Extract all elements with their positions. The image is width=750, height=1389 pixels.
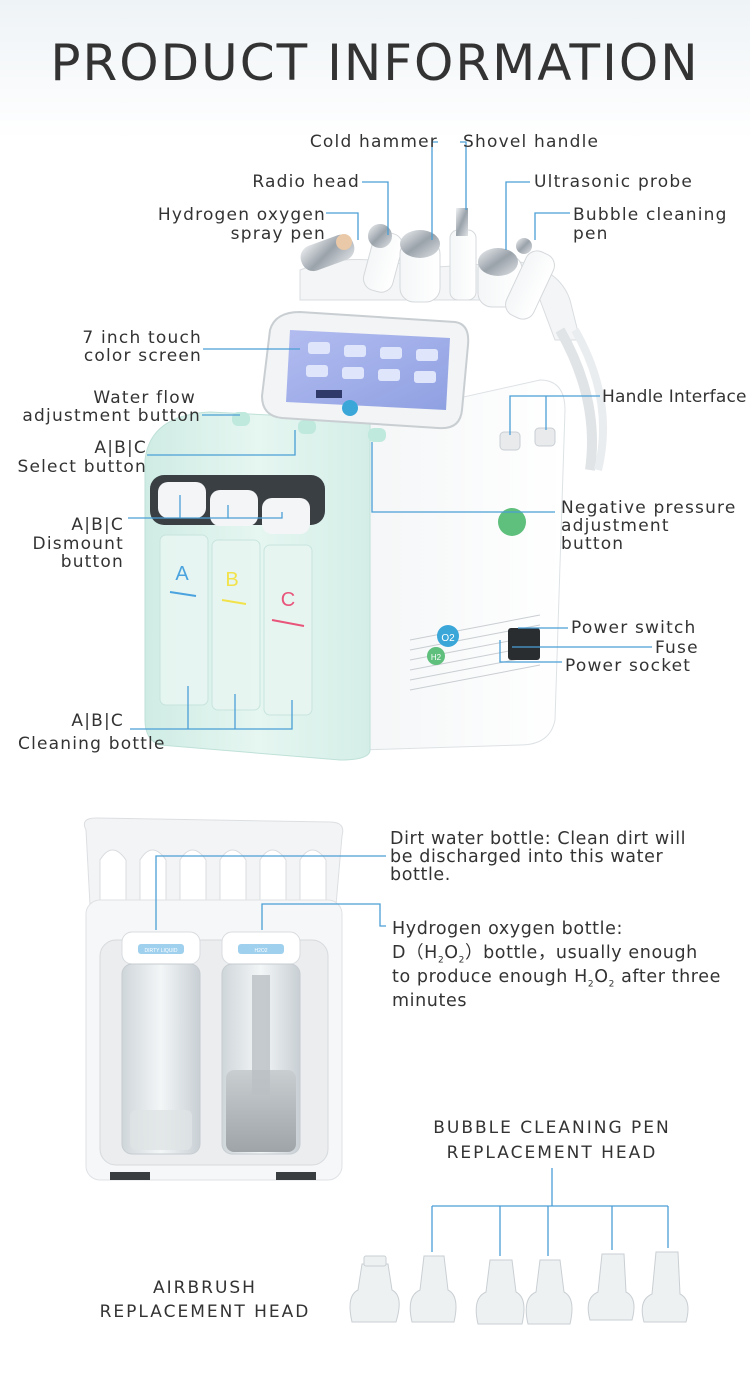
label-negative-pressure-line3: button [561,534,625,554]
bubble-head-5-icon [641,1251,689,1323]
bubble-head-2-icon [475,1259,525,1325]
bubble-cleaning-pen-icon [505,238,555,320]
label-water-flow-line1: Water flow [93,388,196,408]
hydrogen-bottle-line2: D（H2O2）bottle，usually enough [392,943,698,966]
label-screen-line1: 7 inch touch [82,328,202,348]
leader-lines [128,141,652,730]
bottle-unit-illustration: DIRTY LIQUID H2O2 [83,817,344,1181]
bubble-head-4-icon [587,1253,635,1321]
hydrogen-bottle-cap-text: H2O2 [254,948,267,954]
label-shovel-handle: Shovel handle [463,132,600,152]
dirt-bottle-line3: bottle. [390,865,451,885]
airbrush-caption-line1: AIRBRUSH [153,1278,257,1298]
label-water-flow-line2: adjustment button [22,406,201,426]
label-fuse: Fuse [655,638,699,658]
label-bubble-pen-line2: pen [573,224,609,244]
touch-screen [260,310,470,430]
label-hydrogen-spray-pen-line1: Hydrogen oxygen [157,205,326,225]
bubble-head-3-icon [525,1259,573,1325]
label-ultrasonic-probe: Ultrasonic probe [534,172,694,192]
hydrogen-spray-pen-icon [300,234,355,272]
label-select-line1: A|B|C [94,438,147,458]
label-screen-line2: color screen [83,346,202,366]
label-cleaning-line1: A|B|C [71,711,124,731]
bubble-heads-caption-line2: REPLACEMENT HEAD [446,1143,658,1163]
bubble-heads-caption-line1: BUBBLE CLEANING PEN [433,1118,671,1138]
shovel-handle-icon [449,208,477,301]
label-negative-pressure-line1: Negative pressure [561,498,737,518]
label-power-switch: Power switch [571,618,697,638]
radio-head-icon [362,224,404,293]
hydrogen-bottle-line4: minutes [392,991,468,1011]
label-dismount-line3: button [60,552,124,572]
label-bubble-pen-line1: Bubble cleaning [573,205,728,225]
dirt-bottle-line2: be discharged into this water [390,847,664,867]
label-radio-head: Radio head [252,172,360,192]
label-dismount-line2: Dismount [32,534,124,554]
page-title: PRODUCT INFORMATION [50,34,700,92]
tank-c-mark: C [281,589,295,611]
label-hydrogen-spray-pen-line2: spray pen [230,224,326,244]
replacement-heads [349,1251,689,1325]
label-cold-hammer: Cold hammer [309,132,438,152]
airbrush-caption-line2: REPLACEMENT HEAD [99,1302,311,1322]
label-dismount-line1: A|B|C [71,515,124,535]
label-cleaning-line2: Cleaning bottle [18,734,166,754]
airbrush-head-icon [349,1255,400,1323]
cold-hammer-icon [399,230,441,303]
hydrogen-bottle-line1: Hydrogen oxygen bottle: [392,919,623,939]
hydrogen-bottle-line3: to produce enough H2O2 after three [392,967,721,990]
heads-leader-lines [431,1168,669,1256]
label-select-line2: Select button [17,457,147,477]
tank-b-mark: B [225,569,238,591]
o2-badge: O2 [441,633,455,644]
tank-a-mark: A [175,563,189,585]
dirt-bottle-line1: Dirt water bottle: Clean dirt will [390,829,687,849]
label-negative-pressure-line2: adjustment [561,516,670,536]
bubble-head-1-icon [409,1255,457,1323]
label-power-socket: Power socket [565,656,692,676]
label-handle-interface: Handle Interface [602,387,747,407]
h2-badge: H2 [431,653,442,662]
dirty-bottle-cap-text: DIRTY LIQUID [145,948,178,954]
